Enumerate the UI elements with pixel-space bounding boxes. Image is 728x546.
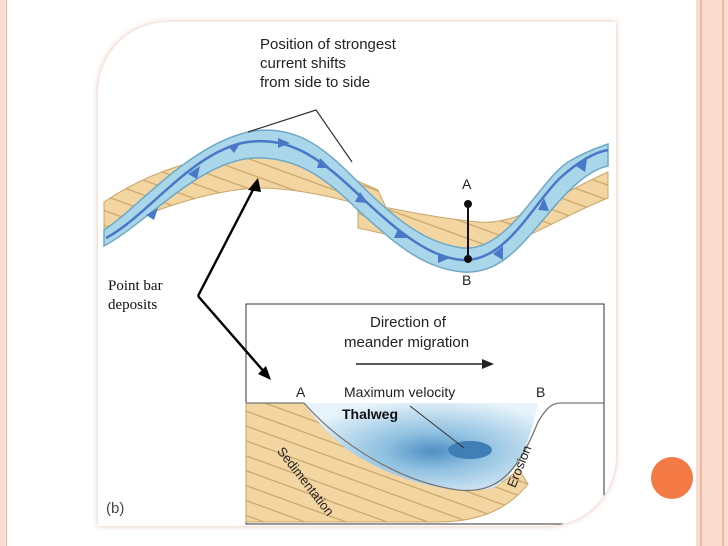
meander-view bbox=[103, 109, 609, 273]
channel-floor bbox=[246, 402, 604, 492]
panel-label: (b) bbox=[106, 500, 125, 517]
top-caption-line-1: Position of strongest bbox=[260, 36, 396, 53]
current-arrowheads bbox=[146, 138, 587, 263]
right-border-line-2 bbox=[722, 0, 724, 546]
max-velocity-label: Maximum velocity bbox=[344, 384, 456, 400]
pointer-arrowhead-down bbox=[258, 366, 271, 380]
cross-section-a-label: A bbox=[296, 384, 306, 400]
point-a-dot bbox=[464, 200, 472, 208]
pointer-arrowhead-up bbox=[248, 178, 261, 192]
cross-section-b-label: B bbox=[536, 384, 546, 400]
diagram-frame: Position of strongest current shifts fro… bbox=[98, 22, 616, 526]
cross-section-view bbox=[245, 303, 605, 525]
point-bar-label-line-2: deposits bbox=[108, 297, 158, 313]
point-b-label: B bbox=[462, 272, 472, 288]
left-border-line bbox=[6, 0, 7, 546]
direction-title-line-1: Direction of bbox=[370, 314, 446, 331]
top-caption-line-3: from side to side bbox=[260, 74, 371, 91]
caption-callout bbox=[247, 109, 353, 163]
max-velocity-core bbox=[448, 441, 492, 459]
channel-water bbox=[304, 403, 538, 491]
direction-title-line-2: meander migration bbox=[344, 334, 470, 351]
current-path bbox=[105, 139, 609, 262]
orange-circle-decoration bbox=[651, 457, 693, 499]
point-a-label: A bbox=[462, 176, 472, 192]
thalweg-label: Thalweg bbox=[342, 406, 399, 422]
right-border-line-1 bbox=[700, 0, 702, 546]
point-bar-pointers bbox=[196, 183, 267, 375]
left-border-stripe bbox=[0, 0, 6, 546]
top-caption-line-2: current shifts bbox=[260, 55, 346, 72]
point-bar-label-line-1: Point bar bbox=[108, 278, 163, 294]
diagram-svg bbox=[103, 109, 609, 525]
max-velocity-pointer bbox=[409, 405, 465, 449]
migration-arrowhead bbox=[482, 359, 494, 369]
point-b-dot bbox=[464, 255, 472, 263]
